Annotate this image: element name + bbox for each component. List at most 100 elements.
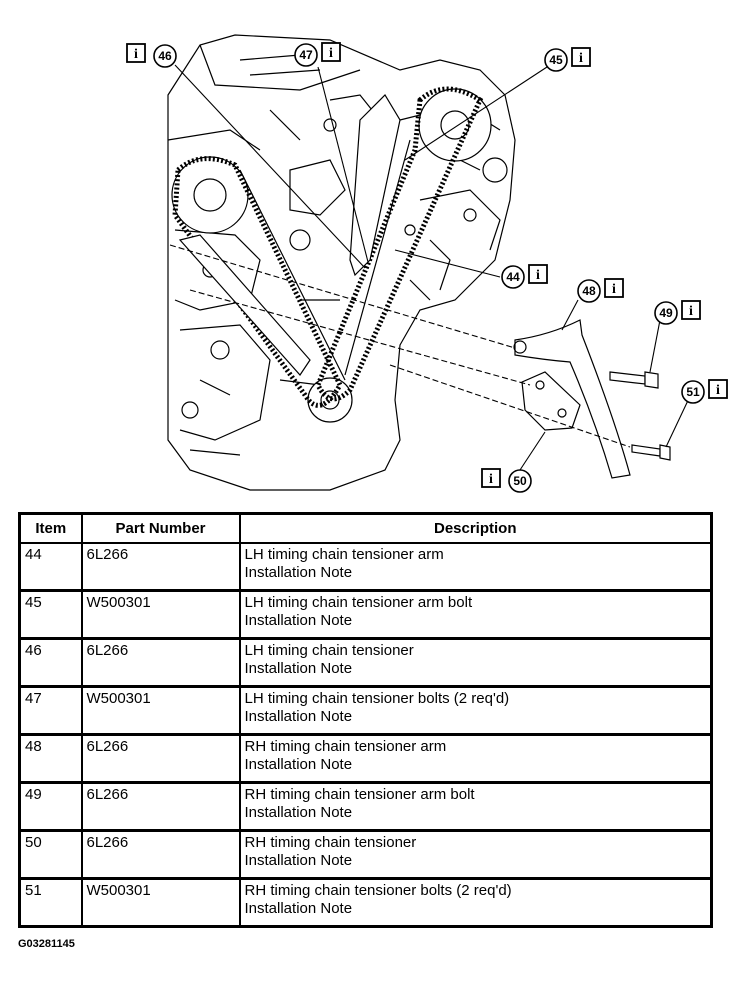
row-item: 51 <box>18 877 83 928</box>
info-icon[interactable] <box>126 43 146 63</box>
info-icon[interactable] <box>528 264 548 284</box>
callout-circle <box>153 44 177 68</box>
callout-46: 46 i <box>126 43 177 68</box>
row-item: 47 <box>18 685 83 736</box>
info-icon[interactable] <box>681 300 701 320</box>
row-description-text: LH timing chain tensioner <box>244 642 414 659</box>
callout-45: 45 i <box>544 47 591 72</box>
sprockets <box>171 88 508 423</box>
installation-note-link[interactable]: Installation Note <box>244 564 353 581</box>
installation-note-link[interactable]: Installation Note <box>244 804 353 821</box>
header-part-number: Part Number <box>80 512 241 544</box>
row-part-number: 6L266 <box>80 733 241 784</box>
info-icon[interactable] <box>708 379 728 399</box>
info-icon-glyph: i <box>489 472 493 487</box>
bolt-49 <box>609 371 659 389</box>
table-header-row: Item Part Number Description <box>18 512 713 544</box>
row-part-number: W500301 <box>80 877 241 928</box>
installation-note-link[interactable]: Installation Note <box>244 660 353 677</box>
leader-lines <box>169 64 693 471</box>
row-item: 48 <box>18 733 83 784</box>
installation-note-link[interactable]: Installation Note <box>244 708 353 725</box>
row-part-number: 6L266 <box>80 781 241 832</box>
header-item: Item <box>18 512 83 544</box>
rh-tensioner <box>521 371 581 431</box>
lh-tensioner-guide <box>178 94 401 376</box>
row-item: 50 <box>18 829 83 880</box>
info-icon-glyph: i <box>612 282 616 297</box>
row-item: 49 <box>18 781 83 832</box>
row-part-number: 6L266 <box>80 542 241 592</box>
callout-circle <box>294 43 318 67</box>
row-item: 46 <box>18 637 83 688</box>
callout-49: 49 i <box>654 300 701 325</box>
row-part-number: 6L266 <box>80 829 241 880</box>
callout-44: 44 i <box>501 264 548 289</box>
info-icon[interactable] <box>321 42 341 62</box>
callout-circle <box>654 301 678 325</box>
info-icon[interactable] <box>571 47 591 67</box>
callout-circle <box>544 48 568 72</box>
info-icon-glyph: i <box>329 46 333 61</box>
callout-number: 46 <box>158 49 172 63</box>
callout-circle <box>501 265 525 289</box>
installation-note-link[interactable]: Installation Note <box>244 852 353 869</box>
info-icon-glyph: i <box>579 51 583 66</box>
row-part-number: W500301 <box>80 589 241 640</box>
row-item: 44 <box>18 542 83 592</box>
row-description-text: RH timing chain tensioner arm bolt <box>244 786 475 803</box>
info-icon[interactable] <box>481 468 501 488</box>
callout-number: 51 <box>686 385 700 399</box>
callout-47: 47 i <box>294 42 341 67</box>
callout-circle <box>508 469 532 493</box>
row-description-text: LH timing chain tensioner arm bolt <box>244 594 473 611</box>
callout-number: 44 <box>506 270 520 284</box>
callout-circle <box>577 279 601 303</box>
row-description: LH timing chain tensioner bolts (2 req'd… <box>238 685 713 736</box>
callout-number: 47 <box>299 48 313 62</box>
row-description-text: LH timing chain tensioner arm <box>244 546 444 563</box>
bolt-51 <box>631 444 671 461</box>
info-icon-glyph: i <box>716 383 720 398</box>
row-part-number: 6L266 <box>80 637 241 688</box>
row-description-text: RH timing chain tensioner <box>244 834 417 851</box>
rh-tensioner-arm <box>513 319 631 479</box>
row-description-text: LH timing chain tensioner bolts (2 req'd… <box>244 690 510 707</box>
row-description-text: RH timing chain tensioner bolts (2 req'd… <box>244 882 512 899</box>
info-icon-glyph: i <box>134 47 138 62</box>
row-description: RH timing chain tensioner bolts (2 req'd… <box>238 877 713 928</box>
callout-number: 45 <box>549 53 563 67</box>
callout-number: 49 <box>659 306 673 320</box>
row-description-text: RH timing chain tensioner arm <box>244 738 447 755</box>
callout-number: 50 <box>513 474 527 488</box>
info-icon[interactable] <box>604 278 624 298</box>
info-icon-glyph: i <box>689 304 693 319</box>
installation-note-link[interactable]: Installation Note <box>244 900 353 917</box>
callout-51: 51 i <box>681 379 728 404</box>
installation-note-link[interactable]: Installation Note <box>244 612 353 629</box>
header-description: Description <box>238 512 713 544</box>
row-item: 45 <box>18 589 83 640</box>
info-icon-glyph: i <box>536 268 540 283</box>
row-part-number: W500301 <box>80 685 241 736</box>
installation-note-link[interactable]: Installation Note <box>244 756 353 773</box>
